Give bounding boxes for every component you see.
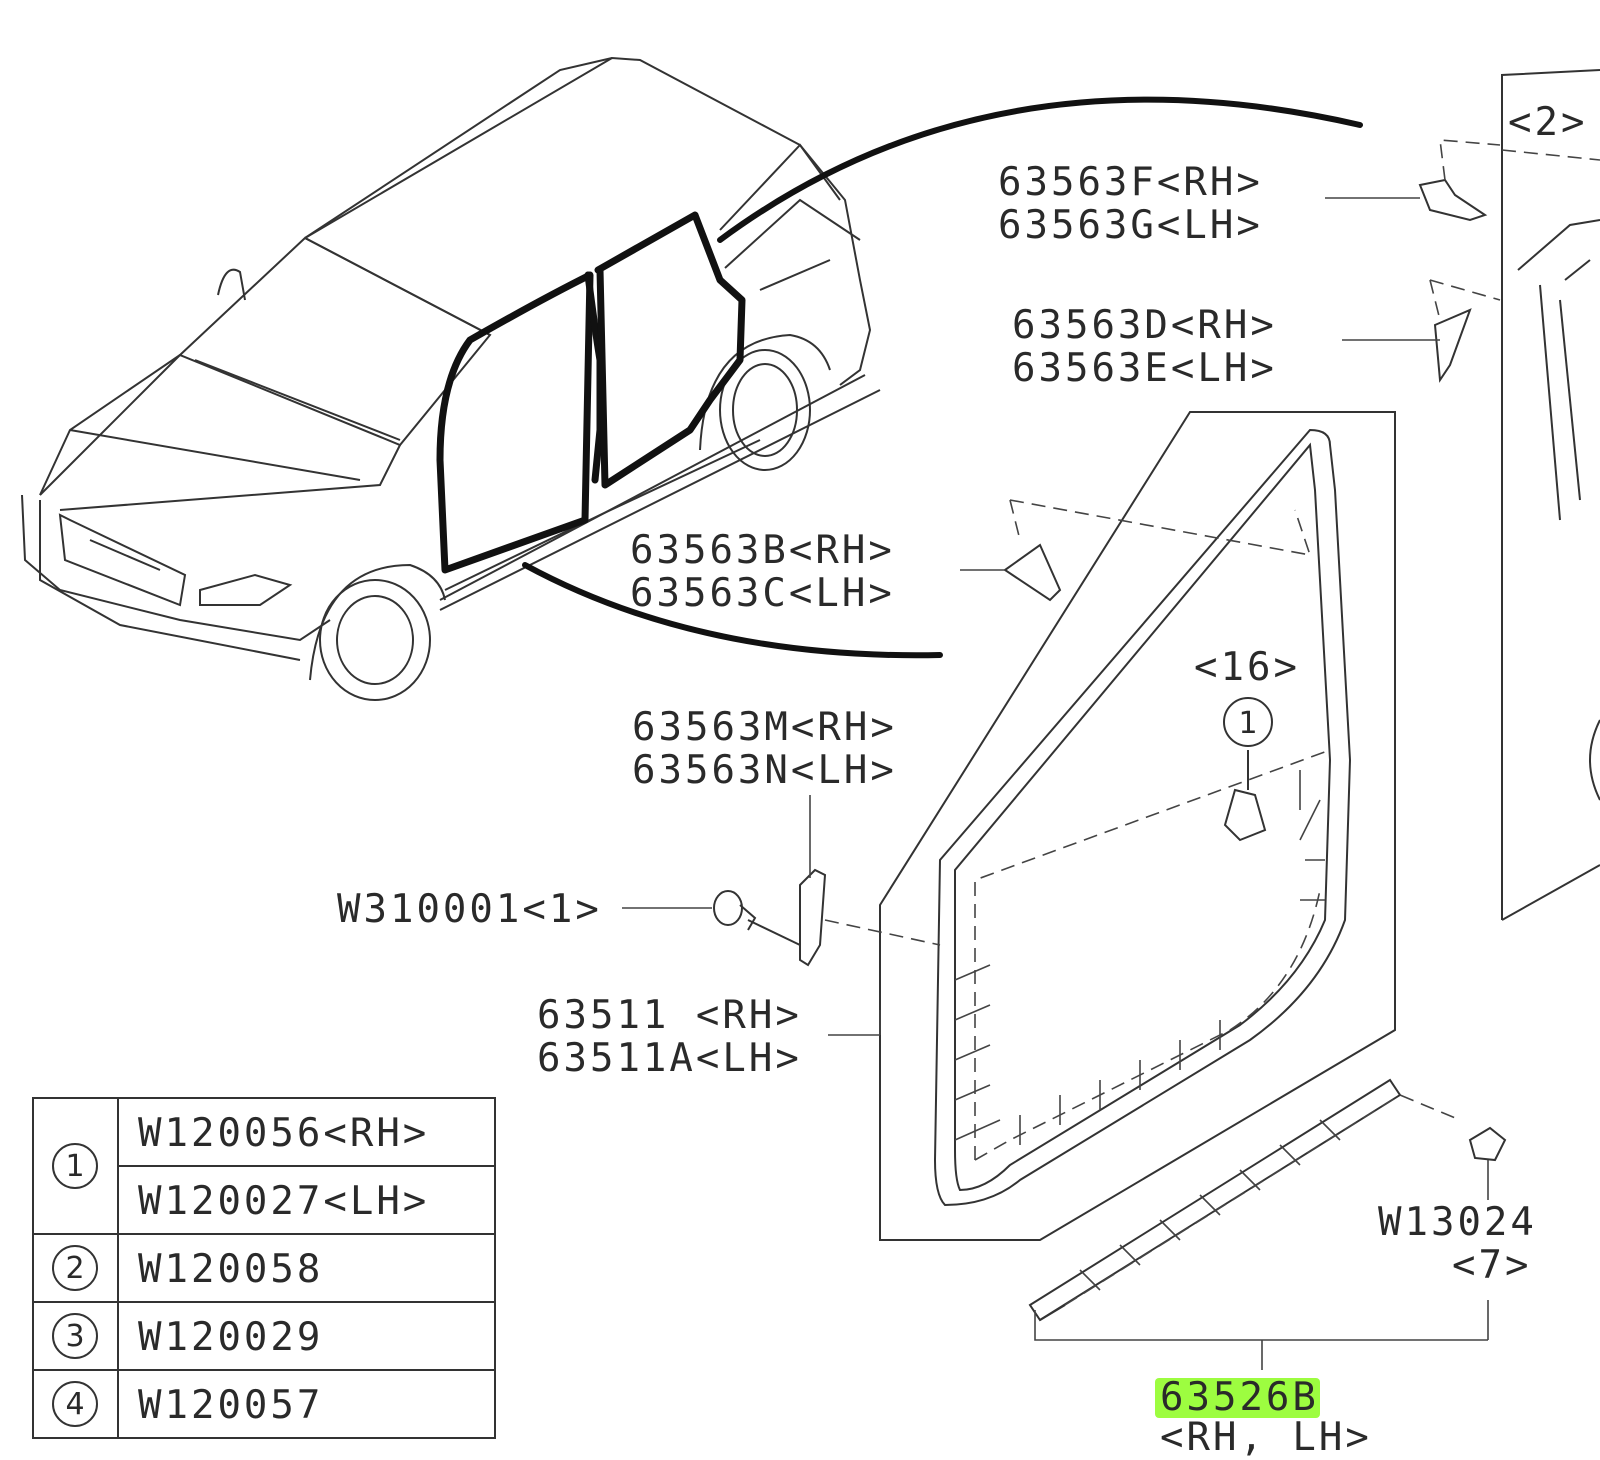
ref-circle-1 [1223, 697, 1273, 747]
vehicle-illustration [21, 56, 1363, 701]
label-63563D: 63563D<RH> [1012, 303, 1277, 348]
table-ref-3: 3 [65, 1319, 84, 1354]
label-63563F: 63563F<RH> [998, 160, 1263, 205]
label-W310001: W310001<1> [337, 887, 602, 932]
clip-63563B [1003, 543, 1062, 602]
clip-63563D [1429, 279, 1501, 383]
table-ref-3-circle [52, 1313, 98, 1359]
part-number-highlight [1155, 1378, 1320, 1418]
table-ref-4: 4 [65, 1387, 84, 1422]
table-part-W120056: W120056<RH> [138, 1111, 429, 1156]
label-63563M: 63563M<RH> [632, 705, 897, 750]
quantity-7: <7> [1452, 1243, 1531, 1288]
label-63563B: 63563B<RH> [630, 528, 895, 573]
door-weatherstrip-frame [879, 411, 1396, 1241]
table-ref-4-circle [52, 1381, 98, 1427]
table-part-W120058: W120058 [138, 1247, 323, 1292]
label-63563E: 63563E<LH> [1012, 346, 1277, 391]
table-part-W120029: W120029 [138, 1315, 323, 1360]
rear-door-panel-partial [1501, 69, 1600, 921]
label-63526B: 63526B [1160, 1375, 1319, 1420]
parts-table: 1 W120056<RH> W120027<LH> 2 W120058 3 W1… [32, 1097, 496, 1439]
clip-W13024 [1468, 1126, 1507, 1162]
label-W13024: W13024 [1378, 1200, 1537, 1245]
table-ref-2: 2 [65, 1251, 84, 1286]
label-63563C: 63563C<LH> [630, 571, 895, 616]
table-part-W120057: W120057 [138, 1383, 323, 1428]
label-63563G: 63563G<LH> [998, 203, 1263, 248]
table-part-W120027: W120027<LH> [138, 1179, 429, 1224]
quantity-16: <16> [1194, 645, 1300, 690]
clip-63563M [799, 868, 941, 967]
callout-2: <2> [1508, 100, 1587, 145]
table-ref-2-circle [52, 1245, 98, 1291]
label-rh-lh: <RH, LH> [1160, 1415, 1372, 1460]
grommet-ref-1 [1223, 750, 1267, 842]
table-ref-1-circle [52, 1143, 98, 1189]
label-63563N: 63563N<LH> [632, 748, 897, 793]
ref-circle-1-number: 1 [1238, 706, 1257, 741]
screw-W310001 [713, 890, 801, 946]
clip-63563F [1418, 139, 1501, 222]
label-63511: 63511 <RH> [537, 993, 802, 1038]
leader-lines [622, 197, 1489, 1370]
sill-plate-63526B [1028, 1078, 1461, 1322]
table-ref-1: 1 [65, 1149, 84, 1184]
label-63511A: 63511A<LH> [537, 1036, 802, 1081]
